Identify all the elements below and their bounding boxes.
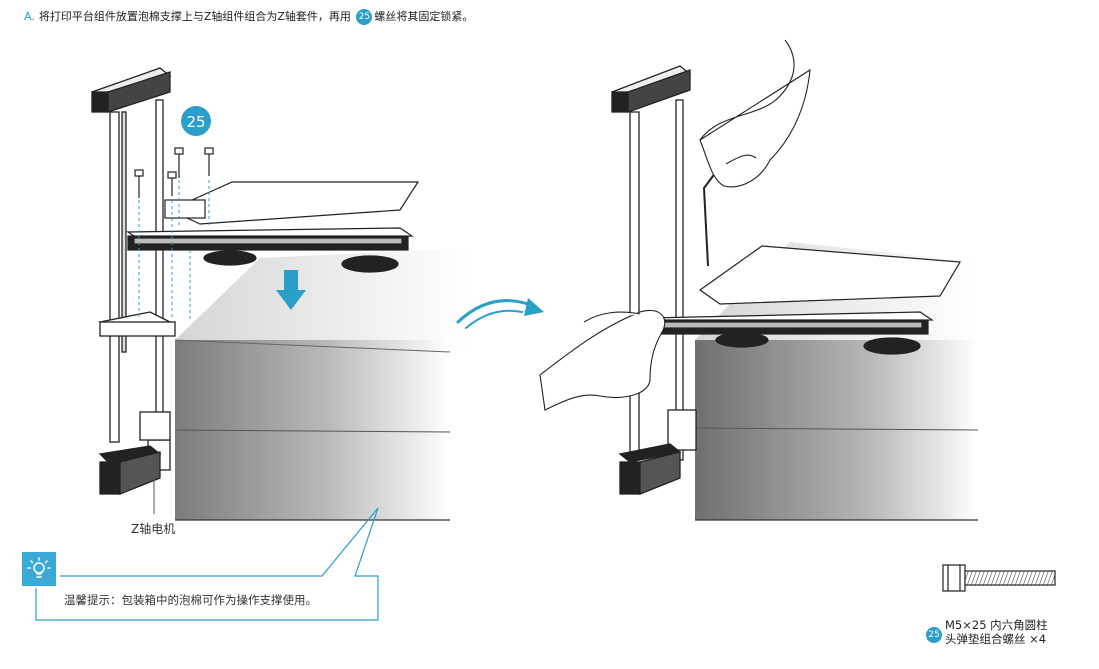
print-platform-left (126, 181, 420, 273)
lightbulb-icon (22, 552, 56, 586)
right-scene (539, 39, 979, 521)
down-arrow-icon (276, 270, 306, 310)
screw-spec-label: M5×25 内六角圆柱 头弹垫组合螺丝 ×4 (945, 618, 1048, 646)
z-axis-frame-left (90, 67, 176, 495)
print-platform-right (646, 245, 962, 355)
screw-number-badge: 25 (356, 9, 373, 25)
svg-text:25: 25 (186, 113, 205, 131)
screw-spec-badge-number: 25 (926, 626, 942, 643)
figure-screw-badge: 25 (181, 106, 211, 136)
left-scene: 25 (90, 67, 470, 521)
screw-spec-line-1: M5×25 内六角圆柱 (945, 618, 1048, 632)
step-letter: A. (24, 10, 35, 23)
tip-text: 温馨提示：包装箱中的泡棉可作为操作支撑使用。 (64, 593, 317, 607)
z-motor-label: Z轴电机 (131, 522, 176, 536)
screw-icon (942, 564, 1056, 592)
transition-arrow-icon (456, 298, 544, 329)
foam-block-left (174, 248, 470, 521)
hand-upper-icon (699, 39, 811, 188)
z-axis-frame-right (610, 65, 697, 495)
hex-key-icon (702, 171, 717, 267)
screw-group-left (134, 147, 214, 198)
instruction-part-1: 将打印平台组件放置泡棉支撑上与Z轴组件组合为Z轴套件，再用 (38, 10, 351, 23)
screw-spec-line-2: 头弹垫组合螺丝 ×4 (945, 632, 1047, 646)
hand-lower-icon (539, 310, 666, 411)
screw-spec-badge: 25 (924, 624, 944, 643)
instruction-part-2: 螺丝将其固定锁紧。 (374, 10, 474, 23)
tip-callout-frame (35, 507, 379, 621)
alignment-guides (138, 180, 210, 320)
